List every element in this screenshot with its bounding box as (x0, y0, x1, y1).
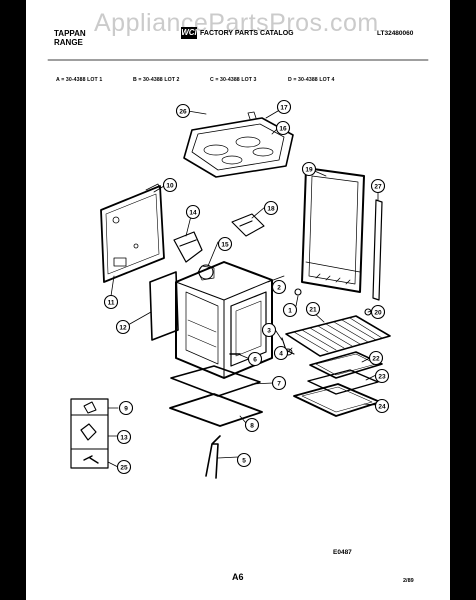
broiler-pan-part (309, 351, 383, 379)
callout-label-16: 16 (279, 125, 287, 132)
callout-label-15: 15 (221, 241, 229, 248)
callout-21 (305, 301, 321, 317)
callout-27 (370, 178, 386, 194)
callout-4 (273, 345, 289, 361)
callout-2 (271, 279, 287, 295)
callout-label-9: 9 (124, 405, 128, 412)
callout-label-22: 22 (372, 355, 380, 362)
callout-1 (282, 302, 298, 318)
callout-label-8: 8 (250, 422, 254, 429)
lot-a: A = 30-4388 LOT 1 (56, 77, 103, 83)
callout-5 (236, 452, 252, 468)
callout-18 (263, 200, 279, 216)
lot-d: D = 30-4388 LOT 4 (288, 77, 335, 83)
callout-9 (118, 400, 134, 416)
rod-part (372, 199, 383, 301)
callout-10 (162, 177, 178, 193)
callout-label-18: 18 (267, 205, 275, 212)
callout-label-24: 24 (378, 403, 386, 410)
callout-14 (185, 204, 201, 220)
callout-15 (217, 236, 233, 252)
oven-rack-part (285, 315, 391, 357)
callout-label-10: 10 (166, 182, 174, 189)
callout-24 (374, 398, 390, 414)
callout-label-23: 23 (378, 373, 386, 380)
callout-label-11: 11 (108, 299, 115, 306)
callout-label-5: 5 (242, 457, 246, 464)
callout-label-7: 7 (277, 380, 281, 387)
callout-label-1: 1 (288, 307, 292, 314)
callout-7 (271, 375, 287, 391)
bracket-18-part (231, 213, 265, 237)
callout-label-12: 12 (119, 324, 127, 331)
kick-plate-part (169, 393, 263, 427)
callout-label-3: 3 (267, 327, 271, 334)
callout-label-14: 14 (189, 209, 197, 216)
callout-3 (261, 322, 277, 338)
page-label: A6 (232, 572, 244, 582)
callout-label-20: 20 (374, 309, 382, 316)
callout-label-6: 6 (253, 356, 257, 363)
watermark: AppliancePartsPros.com (94, 9, 379, 37)
side-panel-part (100, 183, 165, 283)
callout-25 (116, 459, 132, 475)
exploded-parts-diagram: 2134567891011121314151617181920212223242… (47, 59, 429, 479)
bottom-plate-part (170, 365, 261, 397)
callout-12 (115, 319, 131, 335)
callout-label-27: 27 (374, 183, 382, 190)
broiler-insert-part (307, 369, 379, 395)
door-part (301, 167, 365, 293)
callout-label-19: 19 (305, 166, 313, 173)
part-1-shape (294, 288, 302, 296)
callout-label-21: 21 (309, 306, 317, 313)
date-code: 2/89 (403, 578, 414, 584)
callout-label-25: 25 (120, 464, 128, 471)
callout-label-17: 17 (280, 104, 288, 111)
callout-6 (247, 351, 263, 367)
callout-label-4: 4 (279, 350, 283, 357)
callout-20 (370, 304, 386, 320)
callout-17 (276, 99, 292, 115)
bracket-part (173, 231, 203, 263)
callout-16 (275, 120, 291, 136)
callout-8 (244, 417, 260, 433)
callout-label-13: 13 (120, 434, 128, 441)
callout-23 (374, 368, 390, 384)
callout-label-2: 2 (277, 284, 281, 291)
callout-22 (368, 350, 384, 366)
parts-sheet: AppliancePartsPros.com TAPPAN RANGE WCI … (26, 0, 450, 600)
lot-b: B = 30-4388 LOT 2 (133, 77, 180, 83)
lot-c: C = 30-4388 LOT 3 (210, 77, 257, 83)
callout-13 (116, 429, 132, 445)
back-panel-part (149, 271, 179, 341)
element-part (205, 435, 221, 479)
drawing-code: E0487 (333, 549, 352, 556)
wci-logo: WCI (181, 27, 197, 39)
catalog-title: FACTORY PARTS CATALOG (200, 30, 294, 37)
callout-label-26: 26 (179, 108, 187, 115)
cooktop-part (183, 111, 294, 178)
hardware-box (70, 398, 109, 469)
oven-body-part (175, 261, 273, 379)
catalog-number: LT32480060 (377, 30, 414, 37)
callout-11 (103, 294, 119, 310)
callout-26 (175, 103, 191, 119)
brand-line2: RANGE (54, 38, 83, 47)
brand-line1: TAPPAN (54, 29, 86, 38)
callout-19 (301, 161, 317, 177)
